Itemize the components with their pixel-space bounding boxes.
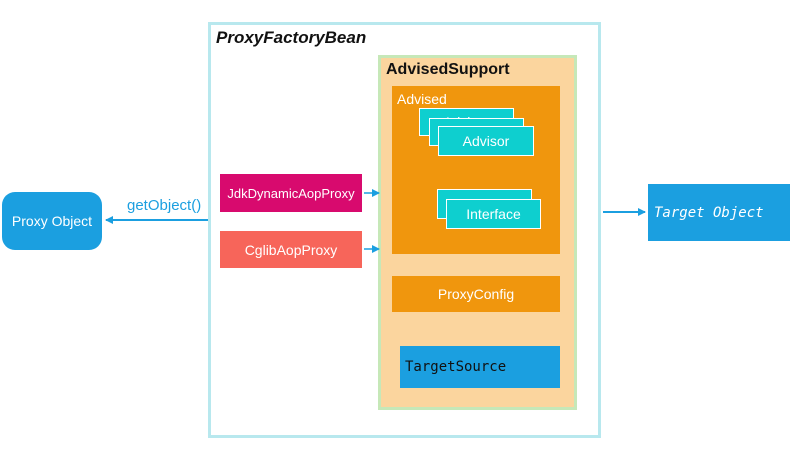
jdk-dynamic-aop-proxy-box: JdkDynamicAopProxy bbox=[220, 174, 362, 212]
advised-title: Advised bbox=[397, 91, 447, 107]
cglib-aop-proxy-box: CglibAopProxy bbox=[220, 231, 362, 268]
get-object-label: getObject() bbox=[127, 197, 202, 214]
advisor-card-front: Advisor bbox=[438, 126, 534, 156]
proxy-object-box: Proxy Object bbox=[2, 192, 102, 250]
advised-support-title: AdvisedSupport bbox=[386, 61, 510, 78]
target-object-box: Target Object bbox=[648, 184, 790, 241]
proxy-config-box: ProxyConfig bbox=[392, 276, 560, 312]
target-source-box: TargetSource bbox=[400, 346, 560, 388]
interface-card-front: Interface bbox=[446, 199, 541, 229]
proxy-factory-bean-title: ProxyFactoryBean bbox=[216, 28, 367, 47]
